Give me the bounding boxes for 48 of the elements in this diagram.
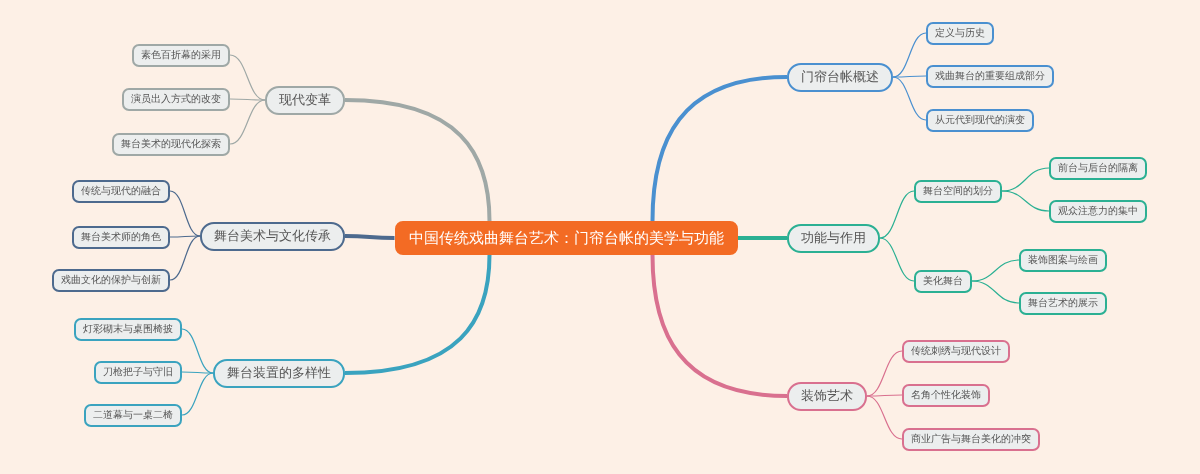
connector-line <box>229 98 266 101</box>
topic-box: 舞台空间的划分 <box>914 179 1002 203</box>
branch-line <box>344 254 492 375</box>
branch-line <box>650 254 788 398</box>
connector-line <box>169 235 201 281</box>
topic-box: 舞台艺术的展示 <box>1019 291 1107 315</box>
connector-line <box>879 190 915 239</box>
connector-line <box>1001 190 1050 212</box>
connector-line <box>892 76 927 121</box>
topic-box: 前台与后台的隔离 <box>1049 156 1147 180</box>
connector-line <box>181 371 214 374</box>
topic-box: 二道幕与一桌二椅 <box>84 403 182 427</box>
connector-line <box>169 235 201 238</box>
branch-line <box>344 98 492 222</box>
connector-line <box>229 99 266 145</box>
topic-box: 定义与历史 <box>926 21 994 45</box>
topic-box: 门帘台帐概述 <box>787 62 893 92</box>
topic-box: 传统刺绣与现代设计 <box>902 339 1010 363</box>
topic-box: 灯彩砌末与桌围椅披 <box>74 317 182 341</box>
topic-box: 传统与现代的融合 <box>72 179 170 203</box>
connector-line <box>866 395 903 440</box>
topic-box: 素色百折幕的采用 <box>132 43 230 67</box>
topic-box: 观众注意力的集中 <box>1049 199 1147 223</box>
branch-line <box>345 234 395 240</box>
connector-line <box>892 75 927 78</box>
topic-box: 舞台美术师的角色 <box>72 225 170 249</box>
topic-box: 演员出入方式的改变 <box>122 87 230 111</box>
topic-box: 功能与作用 <box>787 223 880 253</box>
topic-box: 戏曲文化的保护与创新 <box>52 268 170 292</box>
central-topic-box: 中国传统戏曲舞台艺术：门帘台帐的美学与功能 <box>394 221 738 255</box>
connector-line <box>971 280 1020 304</box>
connector-line <box>181 372 214 416</box>
branch-line <box>650 75 788 222</box>
topic-box: 装饰图案与绘画 <box>1019 248 1107 272</box>
topic-box: 刀枪把子与守旧 <box>94 360 182 384</box>
topic-box: 舞台美术与文化传承 <box>200 221 345 251</box>
topic-box: 名角个性化装饰 <box>902 383 990 407</box>
connector-line <box>866 394 903 397</box>
branch-line <box>737 236 787 240</box>
topic-box: 现代变革 <box>265 85 345 115</box>
topic-box: 装饰艺术 <box>787 381 867 411</box>
connector-line <box>879 237 915 282</box>
topic-box: 美化舞台 <box>914 269 972 293</box>
topic-box: 戏曲舞台的重要组成部分 <box>926 64 1054 88</box>
topic-box: 舞台美术的现代化探索 <box>112 132 230 156</box>
topic-box: 从元代到现代的演变 <box>926 108 1034 132</box>
topic-box: 舞台装置的多样性 <box>213 358 345 388</box>
topic-box: 商业广告与舞台美化的冲突 <box>902 427 1040 451</box>
